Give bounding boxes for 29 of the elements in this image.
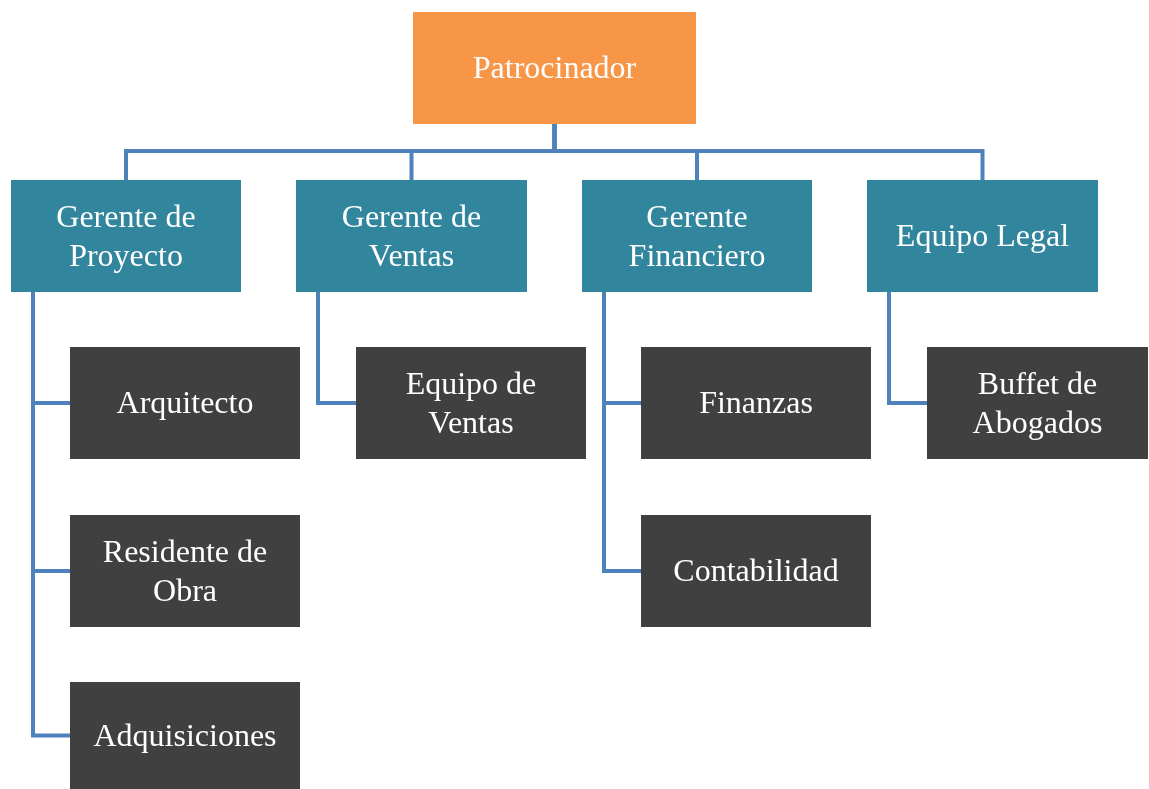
box-label: Finanzas [699, 383, 813, 423]
box-label: Gerente Financiero [627, 196, 767, 275]
org-box [70, 347, 300, 459]
box-label: Contabilidad [673, 551, 839, 591]
box-label: Gerente de Ventas [340, 196, 483, 275]
org-box [867, 180, 1098, 292]
org-box [11, 180, 241, 292]
org-box [70, 682, 300, 789]
connector-line [602, 292, 641, 573]
connector-line [31, 292, 70, 738]
org-box [641, 515, 871, 627]
box-label: Equipo Legal [895, 216, 1070, 256]
org-box [413, 12, 696, 124]
box-label: Adquisiciones [93, 716, 277, 755]
box-label: Patrocinador [472, 48, 637, 88]
connector-line [316, 292, 356, 405]
org-box [296, 180, 527, 292]
box-label: Gerente de Proyecto [55, 196, 197, 275]
box-label: Residente de Obra [101, 531, 269, 610]
connector-line [887, 292, 927, 405]
box-label: Arquitecto [116, 383, 254, 423]
org-box [927, 347, 1148, 459]
box-label: Buffet de Abogados [971, 363, 1104, 442]
org-box [641, 347, 871, 459]
connector-line [552, 124, 985, 180]
box-label: Equipo de Ventas [404, 363, 538, 442]
org-box [582, 180, 812, 292]
org-box [70, 515, 300, 627]
org-box [356, 347, 586, 459]
